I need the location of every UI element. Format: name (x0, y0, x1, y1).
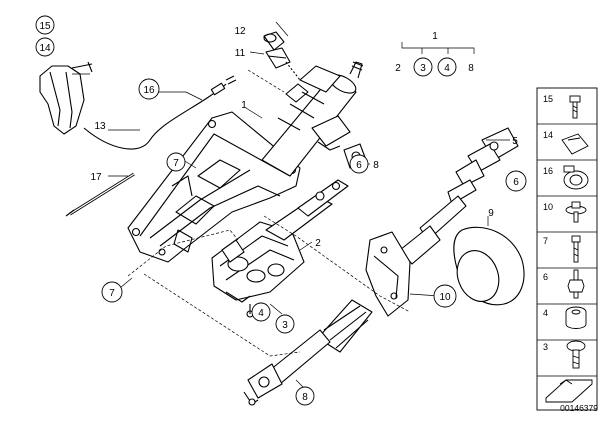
svg-text:14: 14 (543, 130, 553, 140)
callout-8-top: 8 (468, 63, 474, 74)
legend-item-4: 4 (543, 306, 587, 329)
svg-text:16: 16 (543, 166, 553, 176)
svg-text:8: 8 (373, 160, 379, 171)
svg-text:1: 1 (432, 31, 438, 42)
svg-text:3: 3 (282, 320, 288, 331)
legend-item-16: 16 (543, 165, 589, 190)
legend-item-15: 15 (543, 94, 581, 119)
svg-text:2: 2 (315, 238, 321, 249)
callout-2-motor: 2 (315, 238, 321, 249)
svg-text:8: 8 (468, 63, 474, 74)
legend-item-gasket (545, 379, 593, 403)
svg-text:8: 8 (302, 392, 308, 403)
callout-6-lower: 6 (349, 154, 369, 174)
diagram-id-label: 00146379 (560, 403, 598, 413)
svg-text:11: 11 (235, 48, 246, 59)
svg-text:1: 1 (241, 100, 247, 111)
clamp-icon (563, 165, 589, 190)
svg-text:4: 4 (258, 308, 264, 319)
lower-steering-shaft (243, 127, 525, 406)
svg-text:2: 2 (395, 63, 401, 74)
callout-1-bracket: 1 (241, 100, 247, 111)
svg-text:10: 10 (439, 292, 451, 303)
callout-4-top: 4 (437, 57, 457, 77)
svg-text:6: 6 (356, 160, 362, 171)
parts-legend-panel: 15 14 16 10 (536, 87, 598, 411)
svg-text:7: 7 (543, 236, 548, 246)
svg-text:5: 5 (512, 136, 518, 147)
legend-item-14: 14 (543, 130, 589, 155)
svg-text:14: 14 (39, 43, 51, 54)
hex-nut-bolt-icon (567, 269, 585, 299)
callout-8-bottom: 8 (295, 386, 315, 406)
callout-16: 16 (138, 78, 160, 100)
svg-text:12: 12 (234, 26, 246, 37)
callout-12: 12 (234, 26, 246, 37)
svg-text:4: 4 (543, 308, 548, 318)
callout-3-motor: 3 (275, 314, 295, 334)
svg-text:13: 13 (94, 121, 106, 132)
svg-text:6: 6 (543, 272, 548, 282)
callout-14: 14 (35, 37, 55, 57)
svg-text:6: 6 (513, 177, 519, 188)
wiring-harness (39, 61, 237, 217)
callout-5: 5 (512, 136, 518, 147)
callout-2-top: 2 (395, 63, 401, 74)
svg-text:3: 3 (420, 63, 426, 74)
leader-lines (72, 21, 510, 389)
svg-text:16: 16 (143, 85, 155, 96)
callout-9: 9 (488, 208, 494, 219)
svg-text:9: 9 (488, 208, 494, 219)
bolt-icon (571, 235, 581, 263)
gasket-sheet-icon (545, 379, 593, 403)
legend-item-10: 10 (543, 201, 587, 223)
callout-1-top: 1 (432, 31, 438, 42)
callout-10: 10 (433, 284, 457, 308)
svg-text:3: 3 (543, 342, 548, 352)
svg-text:15: 15 (543, 94, 553, 104)
svg-text:4: 4 (444, 63, 450, 74)
callout-17: 17 (90, 172, 102, 183)
callout-3-top: 3 (413, 57, 433, 77)
callout-7-lower: 7 (101, 281, 123, 303)
svg-text:10: 10 (543, 202, 553, 212)
upper-column-assembly (127, 31, 367, 263)
legend-item-7: 7 (543, 235, 581, 263)
grommet-icon (565, 306, 587, 329)
svg-text:17: 17 (90, 172, 102, 183)
callout-13: 13 (94, 121, 106, 132)
svg-text:7: 7 (109, 288, 115, 299)
callout-8-bracket: 8 (373, 160, 379, 171)
callout-11: 11 (235, 48, 246, 59)
bolt-icon (569, 95, 581, 119)
svg-text:15: 15 (39, 21, 51, 32)
clip-icon (561, 133, 589, 155)
callout-6-shaft: 6 (505, 170, 527, 192)
svg-text:7: 7 (173, 158, 179, 169)
legend-item-3: 3 (543, 340, 586, 369)
callout-4-motor: 4 (251, 302, 271, 322)
legend-item-6: 6 (543, 269, 585, 299)
screw-icon (566, 340, 586, 369)
callout-7-upper: 7 (166, 152, 186, 172)
callout-15: 15 (35, 15, 55, 35)
washer-screw-icon (565, 201, 587, 223)
adjustment-motor-assembly (211, 179, 349, 318)
